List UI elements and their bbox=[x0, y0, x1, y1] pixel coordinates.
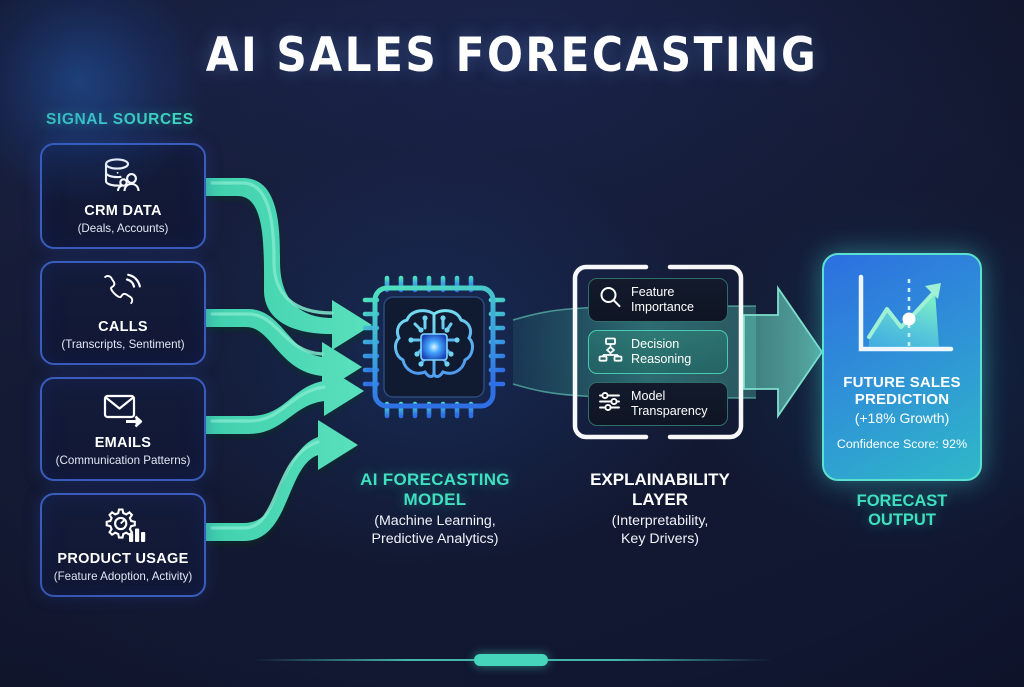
source-card-subtitle: (Feature Adoption, Activity) bbox=[53, 570, 193, 584]
output-growth: (+18% Growth) bbox=[854, 409, 950, 426]
bottom-pill bbox=[474, 654, 548, 666]
model-title: AI FORECASTING MODEL bbox=[360, 470, 510, 510]
magnifier-icon bbox=[598, 285, 623, 315]
source-card-title: CRM DATA bbox=[84, 203, 162, 220]
source-card-product-usage[interactable]: PRODUCT USAGE (Feature Adoption, Activit… bbox=[40, 493, 206, 597]
source-card-title: CALLS bbox=[98, 319, 148, 336]
source-card-emails[interactable]: EMAILS (Communication Patterns) bbox=[40, 377, 206, 481]
gear-chart-icon bbox=[99, 505, 147, 547]
chip-glow bbox=[0, 0, 202, 202]
sliders-icon bbox=[598, 389, 623, 419]
ribbon-calls bbox=[206, 309, 362, 392]
phone-call-icon bbox=[101, 273, 145, 315]
output-confidence-score: Confidence Score: 92% bbox=[836, 436, 968, 451]
source-card-title: PRODUCT USAGE bbox=[57, 551, 189, 568]
flowchart-icon bbox=[598, 337, 623, 367]
growth-chart-icon bbox=[843, 269, 961, 370]
source-card-calls[interactable]: CALLS (Transcripts, Sentiment) bbox=[40, 261, 206, 365]
bottom-decoration-bar bbox=[252, 654, 772, 666]
model-subtitle-line2: Predictive Analytics) bbox=[371, 531, 499, 548]
ribbon-emails bbox=[206, 366, 364, 434]
model-subtitle: (Machine Learning, Predictive Analytics) bbox=[320, 512, 550, 549]
source-card-title: EMAILS bbox=[94, 435, 152, 452]
email-arrow-icon bbox=[100, 389, 146, 431]
model-subtitle-line1: (Machine Learning, bbox=[374, 513, 496, 529]
source-card-subtitle: (Deals, Accounts) bbox=[77, 222, 169, 236]
ribbon-crm bbox=[206, 178, 372, 350]
explainability-subtitle-line1: (Interpretability, bbox=[611, 513, 709, 529]
source-card-subtitle: (Communication Patterns) bbox=[55, 454, 191, 468]
ai-chip-brain-icon[interactable] bbox=[355, 268, 513, 426]
source-card-subtitle: (Transcripts, Sentiment) bbox=[61, 338, 185, 352]
explainability-title: EXPLAINABILITY LAYER bbox=[590, 470, 730, 510]
explainability-subtitle: (Interpretability, Key Drivers) bbox=[560, 512, 760, 549]
explainability-subtitle-line2: Key Drivers) bbox=[620, 531, 700, 548]
